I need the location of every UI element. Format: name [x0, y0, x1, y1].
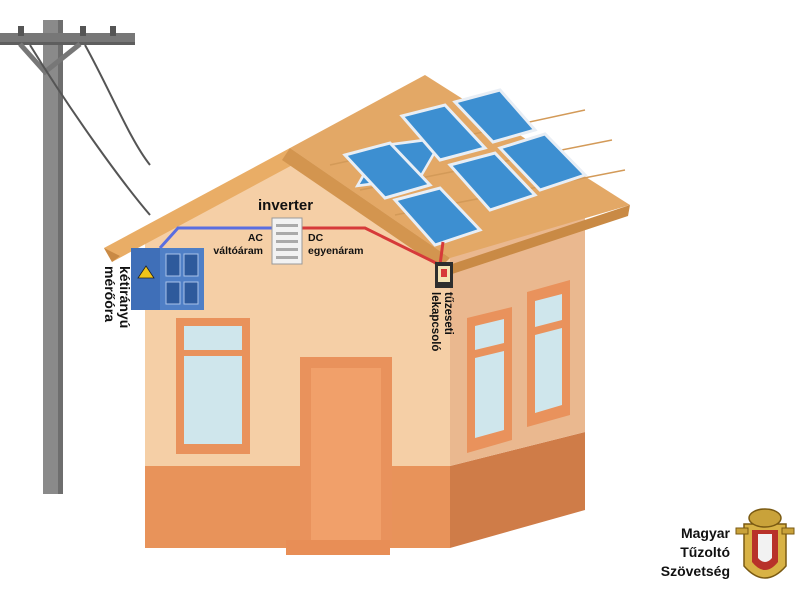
shutoff-label: tűzeseti lekapcsoló	[428, 292, 454, 351]
side-window-right	[527, 280, 570, 427]
org-name-line-2: Tűzoltó	[680, 544, 730, 560]
meter-label-line-2: mérőóra	[102, 266, 118, 323]
lightning-icon	[137, 265, 155, 279]
utility-pole-icon	[0, 20, 151, 494]
shutoff-label-line-2: lekapcsoló	[429, 292, 441, 352]
org-name-line-1: Magyar	[680, 525, 730, 541]
meter-label: kétirányú mérőóra	[102, 266, 133, 329]
inverter-box	[271, 217, 303, 265]
org-name-line-3: Szövetség	[660, 563, 730, 579]
meter-box	[131, 248, 204, 310]
ac-label-line-1: AC	[247, 232, 263, 244]
dc-label: DC egyenáram	[308, 232, 363, 258]
dc-label-line-1: DC	[308, 232, 324, 244]
fire-brigade-emblem-icon	[735, 508, 795, 579]
dc-label-line-2: egyenáram	[308, 245, 364, 257]
dc-wire	[300, 226, 445, 268]
meter-label-line-1: kétirányú	[117, 266, 133, 329]
ac-label: AC váltóáram	[213, 232, 263, 258]
front-window	[176, 318, 250, 454]
front-door	[286, 357, 392, 555]
solar-panel-icon	[342, 88, 588, 247]
organization-name: Magyar Tűzoltó Szövetség	[660, 524, 730, 581]
side-window-left	[467, 307, 512, 453]
ac-label-line-2: váltóáram	[213, 245, 263, 257]
fire-shutoff-switch	[435, 262, 453, 288]
ac-wire	[158, 226, 274, 250]
inverter-label: inverter	[258, 197, 314, 214]
shutoff-label-line-1: tűzeseti	[442, 292, 454, 335]
